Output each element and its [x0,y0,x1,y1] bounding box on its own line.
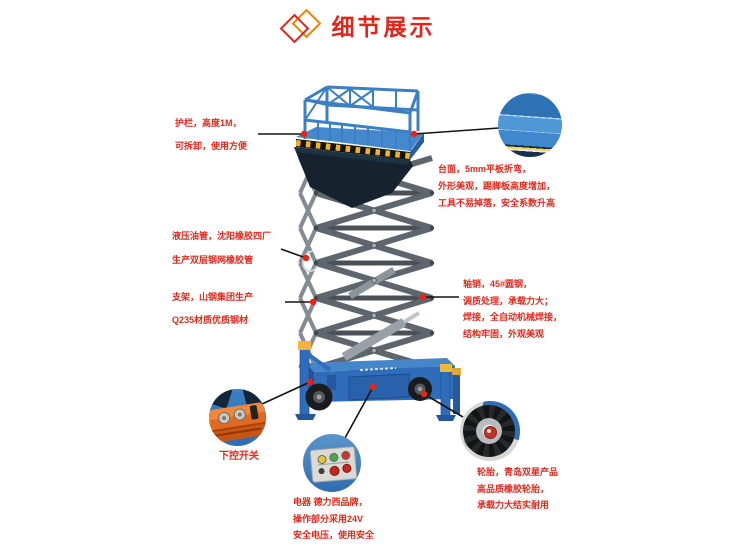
platform-edge-callout-photo [498,93,562,157]
annotation-text: 高品质橡胶轮胎， [477,483,550,494]
annotation-text: 下控开关 [219,451,259,462]
remote-control-callout-photo [209,389,266,446]
annotation-text: 承载力大结实耐用 [477,500,550,510]
annotation-text: 安全电压，使用安全 [293,530,375,540]
annotation-text: 结构牢固，外观美观 [463,328,545,339]
page-title-row: 细节展示 [0,8,734,45]
annotation-text: 支架，山钢集团生产 [172,292,254,302]
control-box-callout-photo [303,434,361,492]
annotation-text: 护栏，高度1M， [175,118,242,128]
annotation-text: 轮胎，青岛双星产品 [477,467,559,477]
callout-lines [258,127,500,439]
annotation-frame: 支架，山钢集团生产 Q235材质优质钢材 [172,286,253,332]
annotation-text: 台面，5mm平板折弯， [438,164,532,174]
annotation-text: Q235材质优质钢材 [172,315,249,325]
scissor-mechanism [298,155,435,371]
tire-callout-photo [460,401,520,461]
callout-dots [300,130,428,398]
annotation-text: 可拆卸，使用方便 [175,141,248,151]
annotation-text: 生产双层钢网橡胶管 [172,255,254,265]
annotation-text: 调质处理，承载力大； [463,295,554,306]
page-title: 细节展示 [331,14,436,40]
hydraulic-cylinder [341,318,407,361]
hydraulic-hose [302,250,318,273]
annotation-platform: 台面，5mm平板折弯， 外形美观，踢脚板高度增加， 工具不易掉落，安全系数升高 [438,161,555,212]
annotation-text: 轴销，45#圆钢， [463,279,533,289]
annotation-text: 外形美观，踢脚板高度增加， [438,181,556,191]
annotation-electric: 电器 德力西品牌， 操作部分采用24V 安全电压，使用安全 [293,494,374,544]
annotation-pins: 轴销，45#圆钢， 调质处理，承载力大； 焊接，全自动机械焊接， 结构牢固，外观… [463,276,562,342]
annotation-tires: 轮胎，青岛双星产品 高品质橡胶轮胎， 承载力大结实耐用 [477,464,558,514]
platform-deck [294,127,424,208]
annotation-text: 电器 德力西品牌， [293,497,368,507]
annotation-text: 焊接，全自动机械焊接， [463,312,563,322]
annotation-text: 液压油管，沈阳橡胶四厂 [172,231,272,241]
annotation-remote-label: 下控开关 [219,448,259,465]
annotation-text: 操作部分采用24V [293,513,364,524]
annotation-guardrail: 护栏，高度1M， 可拆卸，使用方便 [175,112,247,158]
annotation-hose: 液压油管，沈阳橡胶四厂 生产双层钢网橡胶管 [172,224,271,272]
annotation-text: 工具不易掉落，安全系数升高 [438,198,556,208]
